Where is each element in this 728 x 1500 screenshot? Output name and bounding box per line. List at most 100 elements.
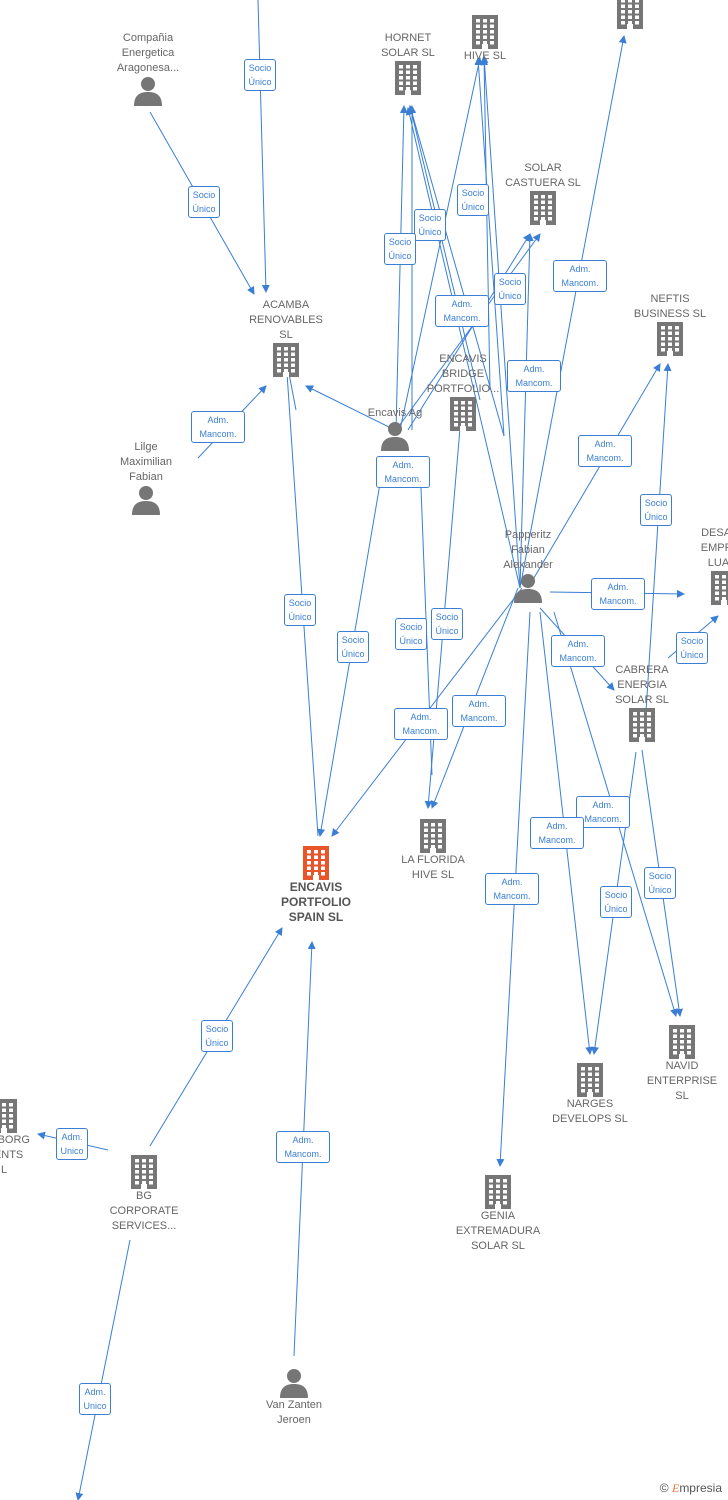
relation-label[interactable]: Socio Único: [431, 608, 463, 640]
node-bridge[interactable]: ENCAVIS BRIDGE PORTFOLIO...: [398, 352, 528, 431]
node-narges[interactable]: NARGES DEVELOPS SL: [525, 1063, 655, 1127]
node-desarr[interactable]: DESARR EMPRES LUANI: [659, 526, 728, 605]
relation-label[interactable]: Adm. Mancom.: [530, 817, 584, 849]
node-bg[interactable]: BG CORPORATE SERVICES...: [79, 1155, 209, 1234]
node-label: Lilge Maximilian Fabian: [120, 441, 172, 483]
relation-label[interactable]: Adm. Mancom.: [507, 360, 561, 392]
building-icon: [605, 322, 728, 356]
node-topright[interactable]: [565, 0, 695, 29]
node-label: Compañia Energetica Aragonesa...: [116, 32, 180, 74]
node-label: Papperitz Fabian Alexander: [503, 529, 553, 571]
building-icon: [565, 0, 695, 29]
node-acamba[interactable]: ACAMBA RENOVABLES SL: [221, 298, 351, 377]
relationship-edge: [527, 363, 661, 589]
relation-label[interactable]: Socio Único: [395, 618, 427, 650]
node-papperitz[interactable]: Papperitz Fabian Alexander: [463, 528, 593, 603]
relation-label[interactable]: Adm. Mancom.: [553, 260, 607, 292]
relation-label[interactable]: Adm. Mancom.: [578, 435, 632, 467]
relationship-edge: [399, 57, 483, 431]
relationship-edge: [408, 105, 505, 437]
building-icon: [617, 1025, 728, 1059]
building-icon: [525, 1063, 655, 1097]
node-florida[interactable]: LA FLORIDA HIVE SL: [368, 819, 498, 883]
brand-initial: E: [671, 1481, 680, 1495]
relation-label[interactable]: Socio Único: [384, 233, 416, 265]
node-encavisag[interactable]: Encavis Ag: [330, 406, 460, 451]
node-vanzanten[interactable]: Van Zanten Jeroen: [229, 1368, 359, 1428]
relationship-edge: [305, 385, 396, 431]
node-navid[interactable]: NAVID ENTERPRISE SL: [617, 1025, 728, 1104]
relation-label[interactable]: Socio Único: [414, 209, 446, 241]
building-icon: [251, 846, 381, 880]
node-label: NEFTIS BUSINESS SL: [633, 293, 707, 320]
relation-label[interactable]: Socio Único: [600, 886, 632, 918]
relation-label[interactable]: Adm. Mancom.: [576, 796, 630, 828]
relationship-edge: [395, 105, 408, 431]
relationship-edge: [519, 35, 627, 589]
node-label: NAVID ENTERPRISE SL: [646, 1060, 718, 1102]
relation-label[interactable]: Adm. Mancom.: [591, 578, 645, 610]
building-icon: [79, 1155, 209, 1189]
relationship-edge: [395, 233, 541, 431]
relation-label[interactable]: Adm. Mancom.: [485, 873, 539, 905]
relation-label[interactable]: Socio Único: [640, 494, 672, 526]
brand-watermark: © Empresia: [660, 1481, 722, 1496]
person-icon: [81, 485, 211, 515]
relation-label[interactable]: Adm. Mancom.: [435, 295, 489, 327]
relationship-edge: [407, 105, 481, 401]
node-neftis[interactable]: NEFTIS BUSINESS SL: [605, 292, 728, 356]
relation-label[interactable]: Socio Único: [201, 1020, 233, 1052]
node-genia[interactable]: GENIA EXTREMADURA SOLAR SL: [433, 1175, 563, 1254]
relation-label[interactable]: Adm. Mancom.: [551, 635, 605, 667]
relationship-edge: [480, 57, 491, 391]
relation-label[interactable]: Adm. Unico: [56, 1128, 88, 1160]
node-label: DESARR EMPRES LUANI: [700, 527, 728, 569]
relation-label[interactable]: Socio Único: [188, 186, 220, 218]
node-lilge[interactable]: Lilge Maximilian Fabian: [81, 440, 211, 515]
node-portfolio[interactable]: ENCAVIS PORTFOLIO SPAIN SL: [251, 846, 381, 925]
relation-label[interactable]: Socio Único: [244, 59, 276, 91]
copyright-symbol: ©: [659, 1481, 669, 1495]
relation-label[interactable]: Socio Único: [644, 867, 676, 899]
node-label: Van Zanten Jeroen: [265, 1399, 323, 1426]
node-cabrera[interactable]: CABRERA ENERGIA SOLAR SL: [577, 663, 707, 742]
node-label: GENIA EXTREMADURA SOLAR SL: [455, 1210, 541, 1252]
relation-label[interactable]: Socio Único: [284, 594, 316, 626]
person-icon: [83, 76, 213, 106]
node-ingborg[interactable]: INGBORG MENTS L: [0, 1099, 69, 1178]
relation-label[interactable]: Adm. Mancom.: [376, 456, 430, 488]
node-hornet[interactable]: HORNET SOLAR SL: [343, 31, 473, 95]
relation-label[interactable]: Adm. Unico: [79, 1383, 111, 1415]
relation-label[interactable]: Socio Único: [337, 631, 369, 663]
relationship-edge: [257, 0, 270, 293]
building-icon: [398, 397, 528, 431]
node-label: ENCAVIS BRIDGE PORTFOLIO...: [426, 353, 500, 395]
relationship-edge: [405, 107, 521, 589]
building-icon: [221, 343, 351, 377]
relation-label[interactable]: Socio Único: [676, 632, 708, 664]
building-icon: [478, 191, 608, 225]
node-label: NARGES DEVELOPS SL: [552, 1098, 628, 1125]
node-castuera[interactable]: SOLAR CASTUERA SL: [478, 161, 608, 225]
relation-label[interactable]: Socio Único: [494, 273, 526, 305]
relation-label[interactable]: Adm. Mancom.: [452, 695, 506, 727]
node-label: CABRERA ENERGIA SOLAR SL: [615, 664, 669, 706]
person-icon: [330, 421, 460, 451]
building-icon: [368, 819, 498, 853]
relation-label[interactable]: Socio Único: [457, 184, 489, 216]
relationship-edge: [474, 57, 505, 437]
relation-label[interactable]: Adm. Mancom.: [191, 411, 245, 443]
relationship-edge: [75, 1239, 131, 1500]
building-icon: [343, 61, 473, 95]
node-label: Encavis Ag: [367, 407, 423, 419]
node-label: LA FLORIDA HIVE SL: [401, 854, 465, 881]
relation-label[interactable]: Adm. Mancom.: [276, 1131, 330, 1163]
relation-label[interactable]: Adm. Mancom.: [394, 708, 448, 740]
node-compania[interactable]: Compañia Energetica Aragonesa...: [83, 31, 213, 106]
node-label: HIVE SL: [463, 50, 507, 62]
person-icon: [229, 1368, 359, 1398]
relationship-edge: [519, 233, 534, 589]
node-hive[interactable]: HIVE SL: [420, 15, 550, 64]
